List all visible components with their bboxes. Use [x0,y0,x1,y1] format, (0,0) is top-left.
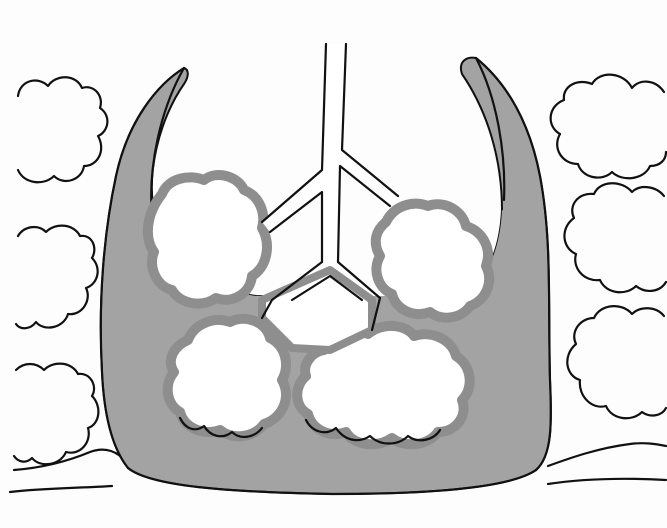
lobule-upper-left [148,175,267,304]
left-lobule-bottom [14,364,98,465]
right-lobule-top [551,75,666,179]
left-lower-line [10,486,112,492]
right-lobule-bottom [567,306,666,418]
right-lobule-middle [564,183,666,292]
lobule-lower-left [168,319,286,436]
left-lobule-middle [16,226,98,329]
right-outer-boundary [548,443,666,466]
right-lower-line [548,479,666,484]
left-lobule-top [18,77,107,182]
right-lobule-column [548,75,666,484]
lobule-upper-right [376,204,489,318]
lobule-center [262,270,372,350]
